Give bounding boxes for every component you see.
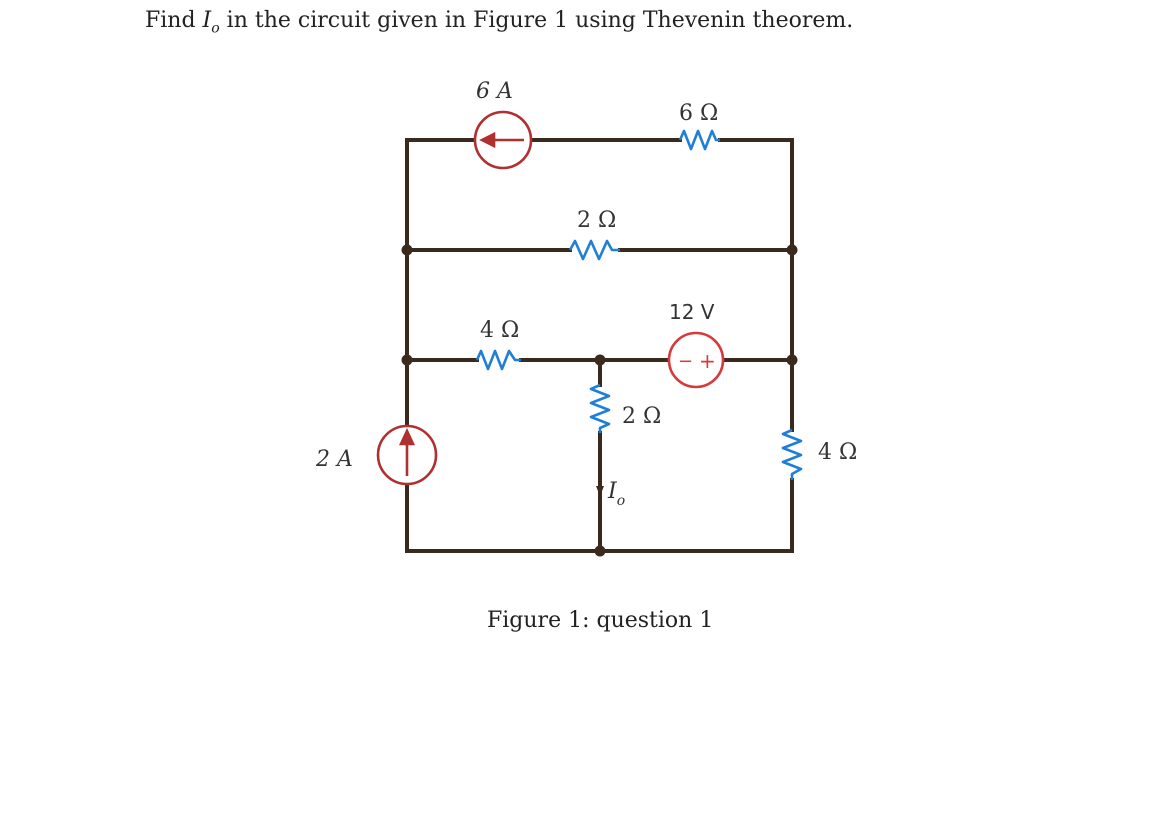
node-center-third (594, 354, 606, 366)
current-source-2a (376, 424, 438, 486)
label-vsrc: 12 V (669, 300, 715, 324)
current-source-6a (473, 110, 533, 170)
question-variable-subscript: o (211, 20, 220, 37)
label-res-middle: 2 Ω (577, 208, 616, 233)
voltage-source-12v-body (667, 331, 725, 389)
question-suffix: in the circuit given in Figure 1 using T… (219, 8, 854, 33)
figure-caption: Figure 1: question 1 (487, 608, 714, 633)
resistor-top-right (678, 129, 720, 151)
label-current-var: I (607, 479, 618, 504)
node-right-second (786, 244, 798, 256)
label-source-top: 6 A (476, 79, 513, 104)
resistor-middle (568, 239, 620, 261)
label-res-left: 4 Ω (480, 318, 519, 343)
label-res-right: 4 Ω (818, 440, 857, 465)
label-current-io: Io (607, 479, 625, 509)
arrow-left-icon (479, 131, 496, 149)
circuit-wires (405, 138, 794, 553)
question-variable-letter: I (202, 8, 212, 33)
resistor-right (781, 428, 803, 480)
label-source-left: 2 A (315, 447, 353, 472)
arrow-up-icon (398, 427, 416, 446)
node-right-third (786, 354, 798, 366)
question-prefix: Find (145, 8, 203, 33)
resistor-left (475, 349, 521, 371)
question-text: Find Io in the circuit given in Figure 1… (145, 8, 853, 36)
node-center-bottom (594, 545, 606, 557)
vsrc-plus-sign: + (699, 349, 716, 373)
arrow-down-icon (596, 486, 604, 496)
resistor-center (589, 383, 611, 433)
label-res-center: 2 Ω (622, 404, 661, 429)
junction-nodes (401, 244, 798, 557)
node-left-second (401, 244, 413, 256)
node-left-third (401, 354, 413, 366)
label-res-top-right: 6 Ω (679, 101, 718, 126)
vsrc-minus-sign: − (678, 351, 693, 372)
voltage-source-12v: − + (667, 331, 725, 389)
label-current-sub: o (617, 493, 625, 509)
question-variable: Io (202, 8, 220, 37)
